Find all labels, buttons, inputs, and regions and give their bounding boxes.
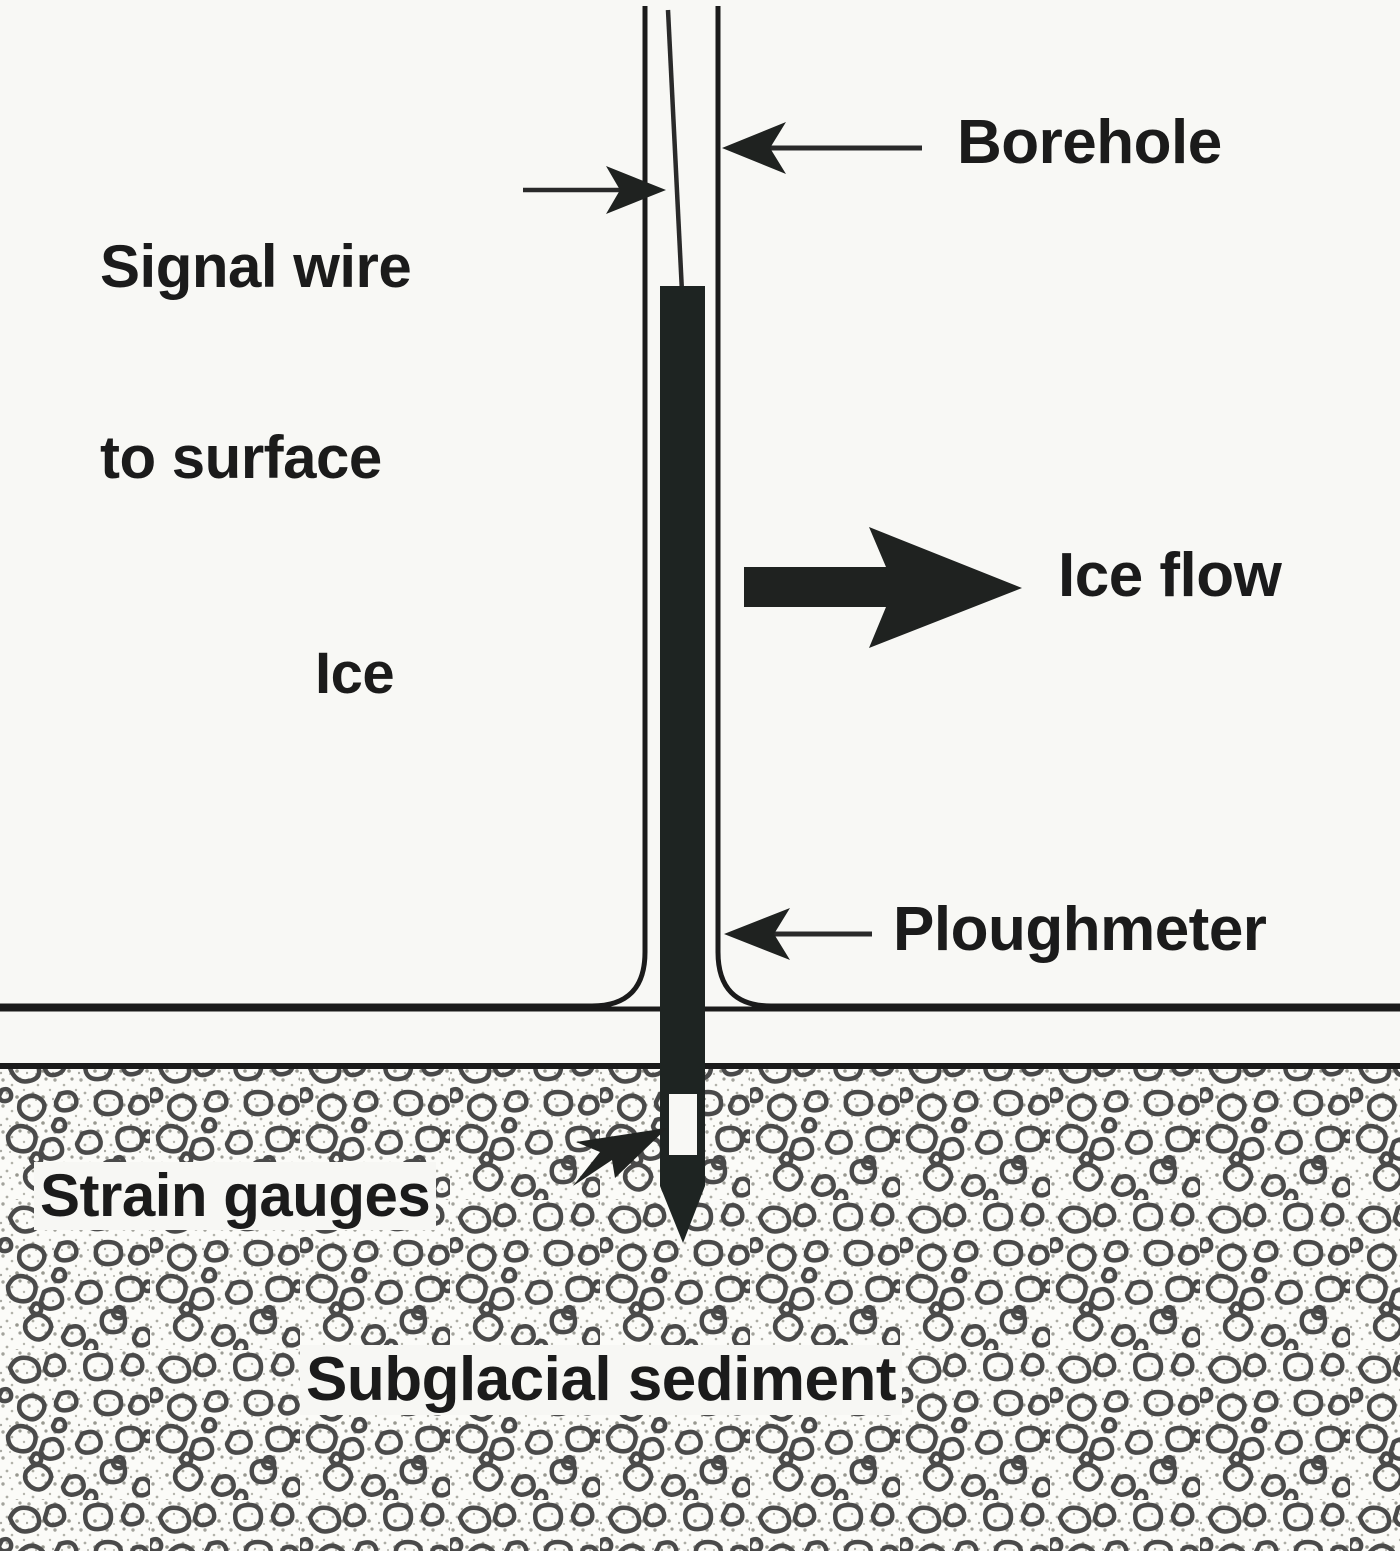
borehole-wall-left [0, 6, 648, 1009]
label-borehole: Borehole [957, 108, 1222, 177]
label-strain-gauges: Strain gauges [34, 1162, 437, 1230]
label-signal-wire-line1: Signal wire [100, 233, 412, 301]
borehole-pointer [722, 122, 922, 174]
label-signal-wire-line2: to surface [100, 423, 382, 491]
label-ice: Ice [315, 641, 395, 706]
ploughmeter-body [660, 286, 705, 1243]
borehole-wall-right [715, 6, 1400, 1009]
signal-wire [665, 9, 685, 293]
strain-gauges-pointer [573, 1128, 667, 1186]
label-ploughmeter: Ploughmeter [893, 895, 1267, 964]
signal-wire-pointer [523, 166, 666, 214]
ploughmeter-pointer [724, 908, 872, 960]
label-signal-wire: Signal wire to surface [100, 108, 412, 617]
label-subglacial-sediment: Subglacial sediment [300, 1345, 903, 1415]
label-ice-flow: Ice flow [1058, 541, 1282, 610]
strain-gauge-window [667, 1092, 699, 1157]
ice-flow-arrow [744, 527, 1022, 648]
